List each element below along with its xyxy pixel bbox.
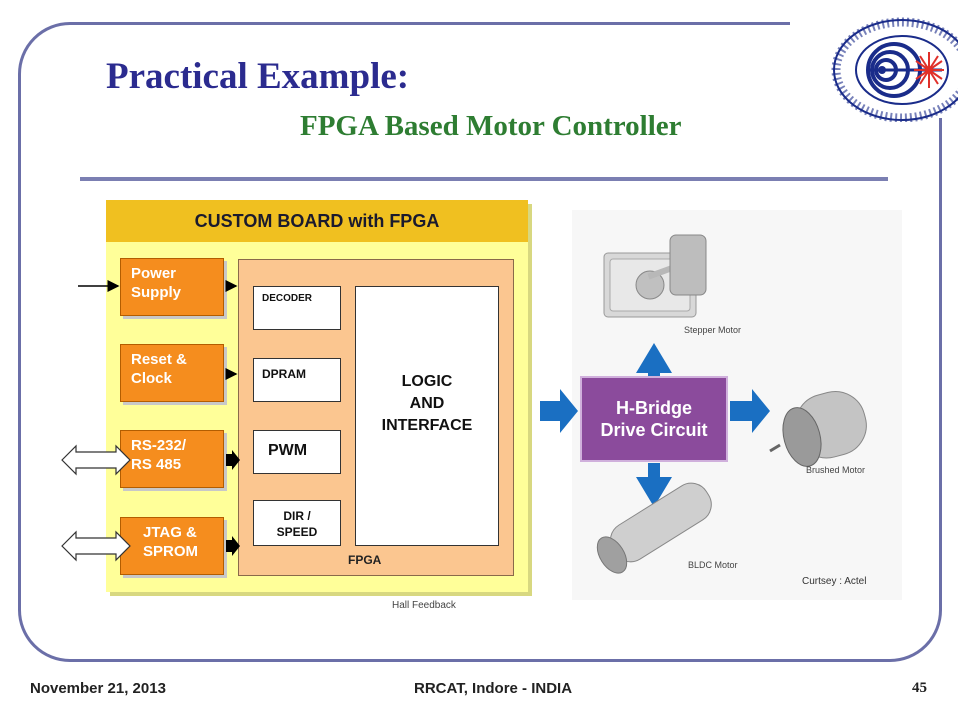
bldc-motor-label: BLDC Motor	[688, 560, 738, 570]
motor-figure	[540, 234, 867, 574]
arrow-up	[636, 343, 672, 381]
slide-frame	[18, 22, 942, 662]
rs232-line2: RS 485	[131, 456, 182, 473]
board-connectors	[61, 280, 240, 562]
arrow-right	[730, 389, 770, 433]
rs232-line1: RS-232/	[131, 437, 187, 454]
reset-clock-line2: Clock	[131, 370, 172, 387]
fpga-label: FPGA	[348, 553, 382, 567]
hbridge-line2: Drive Circuit	[600, 420, 708, 440]
hbridge-block: H-Bridge Drive Circuit	[580, 376, 728, 462]
reset-clock-line1: Reset &	[131, 351, 187, 368]
bldc-motor-image	[596, 482, 712, 574]
power-supply-line1: Power	[131, 265, 177, 282]
arrow-down	[636, 463, 672, 507]
logic-line1: LOGIC	[401, 373, 453, 390]
dir-speed-block: DIR / SPEED	[253, 500, 341, 546]
slide-subtitle: FPGA Based Motor Controller	[300, 110, 682, 142]
power-supply-line2: Supply	[131, 284, 182, 301]
stepper-motor-label: Stepper Motor	[684, 325, 742, 335]
rs232-block: RS-232/ RS 485	[120, 430, 224, 488]
credit-text: Curtsey : Actel	[802, 576, 867, 587]
footer-date: November 21, 2013	[30, 680, 166, 697]
dir-line2: SPEED	[276, 525, 318, 539]
jtag-sprom-block: JTAG & SPROM	[120, 517, 224, 575]
stepper-motor-image	[603, 234, 707, 318]
reset-clock-block: Reset & Clock	[120, 344, 224, 402]
hall-feedback-label: Hall Feedback	[392, 600, 456, 611]
pwm-label: PWM	[268, 442, 308, 459]
jtag-line2: SPROM	[143, 543, 199, 560]
brushed-motor-label: Brushed Motor	[806, 465, 866, 475]
dpram-label: DPRAM	[262, 367, 306, 381]
footer-org: RRCAT, Indore - INDIA	[414, 680, 573, 697]
rrcat-logo	[831, 17, 958, 122]
logic-interface-block: LOGIC AND INTERFACE	[355, 286, 499, 546]
dpram-block: DPRAM	[253, 358, 341, 402]
decoder-block: DECODER	[253, 286, 341, 330]
arrow-to-hbridge	[540, 389, 578, 433]
slide-title: Practical Example:	[106, 56, 410, 97]
hbridge-line1: H-Bridge	[616, 398, 692, 418]
page-number: 45	[912, 680, 927, 696]
power-supply-block: Power Supply	[120, 258, 224, 316]
dir-line1: DIR /	[283, 509, 311, 523]
jtag-line1: JTAG &	[143, 524, 197, 541]
custom-board-header: CUSTOM BOARD with FPGA	[106, 200, 528, 242]
decoder-label: DECODER	[262, 293, 313, 304]
logic-line2: AND	[409, 395, 445, 412]
title-divider	[80, 177, 888, 181]
pwm-block: PWM	[253, 430, 341, 474]
brushed-motor-image	[769, 391, 867, 467]
logic-line3: INTERFACE	[381, 417, 473, 434]
